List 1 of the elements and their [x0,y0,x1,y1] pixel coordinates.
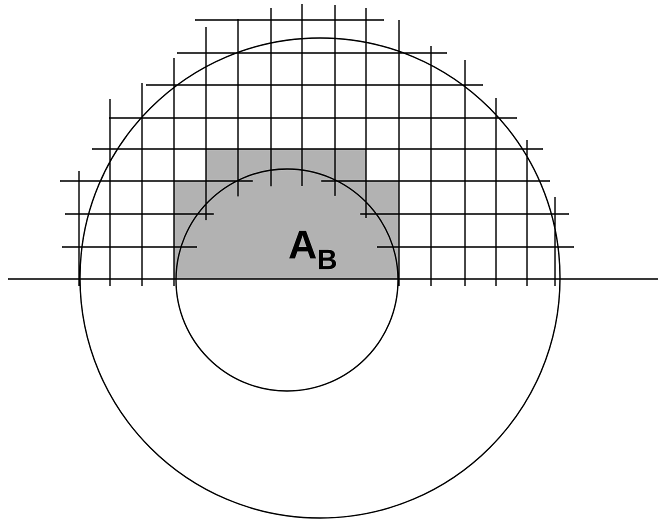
region-label: A$_{B}$ [289,230,336,270]
